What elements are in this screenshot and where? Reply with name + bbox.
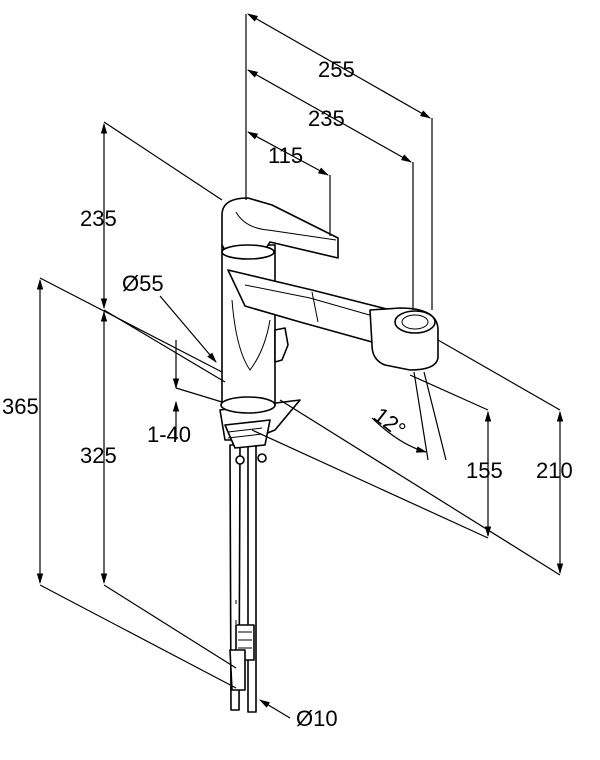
dim-spout-reach-total: 255 bbox=[318, 57, 355, 82]
supply-hoses bbox=[229, 444, 257, 713]
dim-spray-angle: 12° bbox=[369, 402, 411, 442]
dim-spout-reach-outlet: 235 bbox=[308, 106, 345, 131]
dim-body-diameter: Ø55 bbox=[122, 271, 164, 296]
dim-total-height: 365 bbox=[2, 394, 39, 419]
faucet-spout bbox=[227, 269, 439, 371]
dim-supply-diameter: Ø10 bbox=[296, 706, 338, 731]
dim-spout-height: 210 bbox=[536, 458, 573, 483]
dim-hose-length: 325 bbox=[80, 443, 117, 468]
dim-lever-height: 235 bbox=[80, 206, 117, 231]
faucet-drawing bbox=[219, 197, 439, 713]
dim-lever-length: 115 bbox=[268, 143, 303, 168]
faucet-lever bbox=[221, 197, 339, 260]
dim-deck-thickness: 1-40 bbox=[147, 422, 191, 447]
dim-outlet-height: 155 bbox=[466, 458, 503, 483]
dimension-lines bbox=[36, 13, 564, 719]
dimension-labels: 255 235 115 235 Ø55 365 1-40 325 12° 155… bbox=[2, 57, 573, 731]
